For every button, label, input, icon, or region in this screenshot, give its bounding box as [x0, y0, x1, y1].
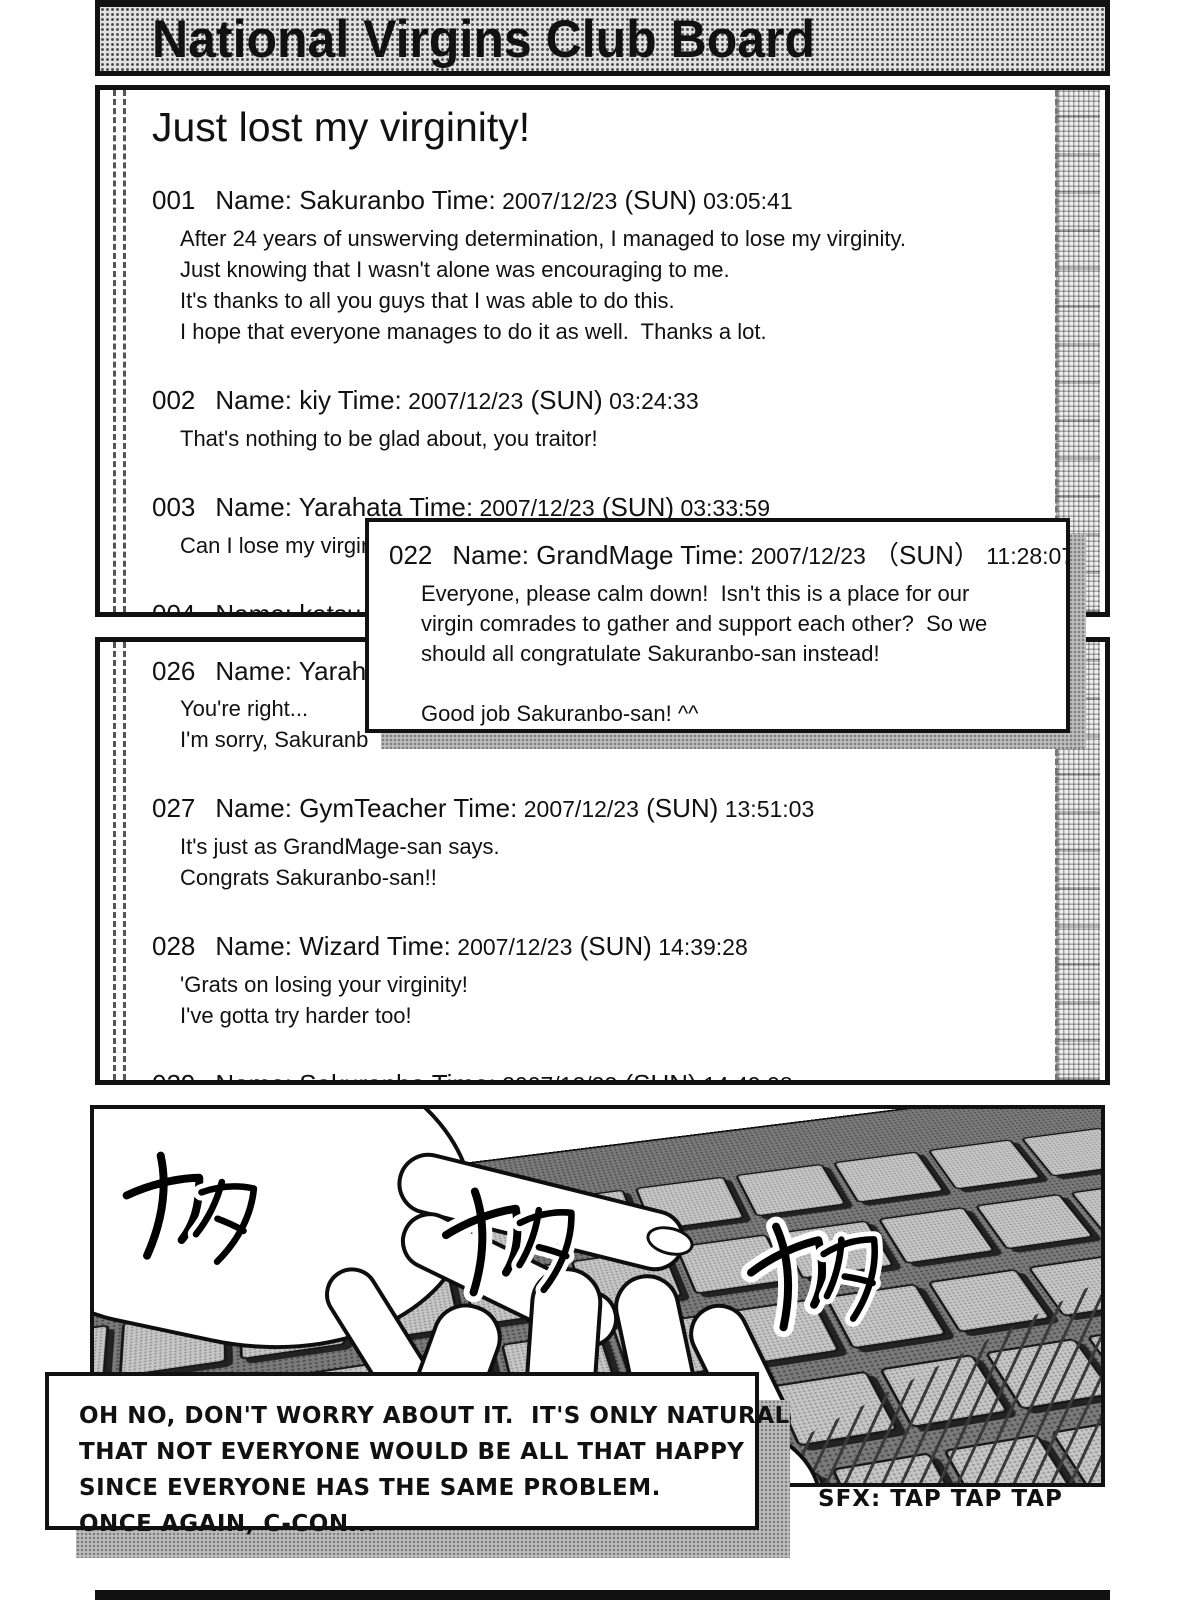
- post-time: 14:39:28: [651, 934, 748, 960]
- post: 002 Name: kiy Time: 2007/12/23 (SUN) 03:2…: [152, 385, 1041, 454]
- post-line: 'Grats on losing your virginity!: [180, 972, 468, 997]
- post-dow: (SUN): [523, 385, 603, 415]
- post-dow: (SUN): [617, 1069, 697, 1085]
- post-name: Name: GymTeacher Time:: [215, 793, 518, 823]
- thread-title: Just lost my virginity!: [152, 104, 531, 150]
- post: 022 Name: GrandMage Time: 2007/12/23 （SUN…: [369, 540, 1066, 729]
- post-date: 2007/12/23: [401, 388, 524, 414]
- post-line: should all congratulate Sakuranbo-san in…: [421, 641, 880, 666]
- post-line: I'm sorry, Sakuranb: [180, 727, 369, 752]
- post-number: 027: [152, 793, 196, 823]
- post-line: It's thanks to all you guys that I was a…: [180, 288, 675, 313]
- post-number: 004: [152, 599, 196, 617]
- post-dow: (SUN): [638, 793, 719, 823]
- board-title-bar: National Virgins Club Board: [95, 0, 1110, 76]
- post-number: 028: [152, 931, 196, 961]
- post-line: Congrats Sakuranbo-san!!: [180, 865, 437, 890]
- speech-line: OH NO, DON'T WORRY ABOUT IT. IT'S ONLY N…: [79, 1403, 790, 1429]
- speech-bubble: OH NO, DON'T WORRY ABOUT IT. IT'S ONLY N…: [45, 1372, 790, 1537]
- post-header: 001 Name: Sakuranbo Time: 2007/12/23 (SUN…: [152, 185, 1041, 216]
- speech-line: SINCE EVERYONE HAS THE SAME PROBLEM.: [79, 1475, 661, 1501]
- next-panel-edge: [95, 1590, 1110, 1600]
- board-content: Just lost my virginity! 001 Name: Sakuran…: [152, 90, 1041, 612]
- post-time: 03:05:41: [696, 188, 793, 214]
- post-header: 027 Name: GymTeacher Time: 2007/12/23 (SU…: [152, 793, 1041, 824]
- post-number: 026: [152, 656, 196, 686]
- post-dow: (SUN): [594, 492, 675, 522]
- post-dow: (SUN): [572, 931, 652, 961]
- post-name: Name: Yarah: [215, 656, 367, 686]
- post-name: Name: Sakuranbo Time:: [215, 185, 496, 215]
- post-line: It's just as GrandMage-san says.: [180, 834, 500, 859]
- post-body: Everyone, please calm down! Isn't this i…: [369, 579, 1066, 729]
- post-line: Good job Sakuranbo-san! ^^: [421, 701, 699, 726]
- post-number: 022: [389, 540, 433, 570]
- post-dow: (SUN): [617, 185, 697, 215]
- post-number: 003: [152, 492, 196, 522]
- post-body: 'Grats on losing your virginity! I've got…: [152, 969, 1041, 1031]
- keyboard-sfx-kata: [435, 1181, 580, 1303]
- board-title: National Virgins Club Board: [152, 9, 816, 69]
- post-body: It's just as GrandMage-san says. Congrats…: [152, 831, 1041, 893]
- post-header: 028 Name: Wizard Time: 2007/12/23 (SUN) 1…: [152, 931, 1041, 962]
- post-body: After 24 years of unswerving determinati…: [152, 223, 1041, 347]
- post-line: I've gotta try harder too!: [180, 1003, 412, 1028]
- left-dashed-border: [113, 642, 116, 1080]
- left-dashed-border: [123, 642, 126, 1080]
- speech-line: THAT NOT EVERYONE WOULD BE ALL THAT HAPP…: [79, 1439, 745, 1465]
- post-list-popup: 022 Name: GrandMage Time: 2007/12/23 （SUN…: [369, 540, 1066, 729]
- keyboard-sfx-kata: [116, 1145, 263, 1270]
- post-name: Name: GrandMage Time:: [452, 540, 745, 570]
- post: 001 Name: Sakuranbo Time: 2007/12/23 (SUN…: [152, 185, 1041, 347]
- sfx-caption: SFX: TAP TAP TAP: [818, 1486, 1063, 1512]
- post-line: I hope that everyone manages to do it as…: [180, 319, 767, 344]
- left-dashed-border: [113, 90, 116, 612]
- post-name: Name: Yarahata Time:: [215, 492, 474, 522]
- post-line: [421, 669, 1066, 699]
- popup-post-box: 022 Name: GrandMage Time: 2007/12/23 （SUN…: [365, 518, 1070, 733]
- post-name: Name: Wizard Time:: [215, 931, 451, 961]
- post-time: 03:24:33: [602, 388, 699, 414]
- post-line: virgin comrades to gather and support ea…: [421, 611, 988, 636]
- post-body: You're right... I'm sorry, Sakuranb: [152, 693, 1041, 755]
- post-header: 022 Name: GrandMage Time: 2007/12/23 （SUN…: [389, 540, 1066, 571]
- post-date: 2007/12/23: [744, 543, 866, 569]
- post-date: 2007/12/23: [495, 1072, 618, 1085]
- post: 028 Name: Wizard Time: 2007/12/23 (SUN) 1…: [152, 931, 1041, 1031]
- post-body: That's nothing to be glad about, you tra…: [152, 423, 1041, 454]
- speech-line: ONCE AGAIN, C-CON...: [79, 1511, 377, 1537]
- post-line: Just knowing that I wasn't alone was enc…: [180, 257, 730, 282]
- post-line: After 24 years of unswerving determinati…: [180, 226, 906, 251]
- post-header: 029 Name: Sakuranbo Time: 2007/12/23 (SUN…: [152, 1069, 1041, 1085]
- post-line: Everyone, please calm down! Isn't this i…: [421, 581, 970, 606]
- post-name: Name: Sakuranbo Time:: [215, 1069, 496, 1085]
- post-date: 2007/12/23: [517, 796, 639, 822]
- post-time: 11:28:07: [979, 543, 1070, 569]
- post-date: 2007/12/23: [473, 495, 595, 521]
- post-number: 002: [152, 385, 196, 415]
- post-date: 2007/12/23: [495, 188, 618, 214]
- post-name: Name: kiy Time:: [215, 385, 402, 415]
- post-time: 03:33:59: [674, 495, 770, 521]
- post-time: 14:49:08: [696, 1072, 793, 1085]
- post-date: 2007/12/23: [450, 934, 573, 960]
- post-number: 001: [152, 185, 196, 215]
- post-header: 003 Name: Yarahata Time: 2007/12/23 (SUN)…: [152, 492, 1041, 523]
- post-header: 026 Name: Yarah: [152, 656, 1041, 686]
- post-line: That's nothing to be glad about, you tra…: [180, 426, 598, 451]
- keyboard-sfx-kata: [741, 1216, 883, 1338]
- left-dashed-border: [123, 90, 126, 612]
- post-line: You're right...: [180, 696, 309, 721]
- post-header: 002 Name: kiy Time: 2007/12/23 (SUN) 03:2…: [152, 385, 1041, 416]
- post-number: 029: [152, 1069, 196, 1085]
- post-dow: （SUN）: [865, 540, 980, 570]
- post: 029 Name: Sakuranbo Time: 2007/12/23 (SUN…: [152, 1069, 1041, 1085]
- board-panel-top: Just lost my virginity! 001 Name: Sakuran…: [95, 85, 1110, 617]
- post-time: 13:51:03: [718, 796, 815, 822]
- post: 027 Name: GymTeacher Time: 2007/12/23 (SU…: [152, 793, 1041, 893]
